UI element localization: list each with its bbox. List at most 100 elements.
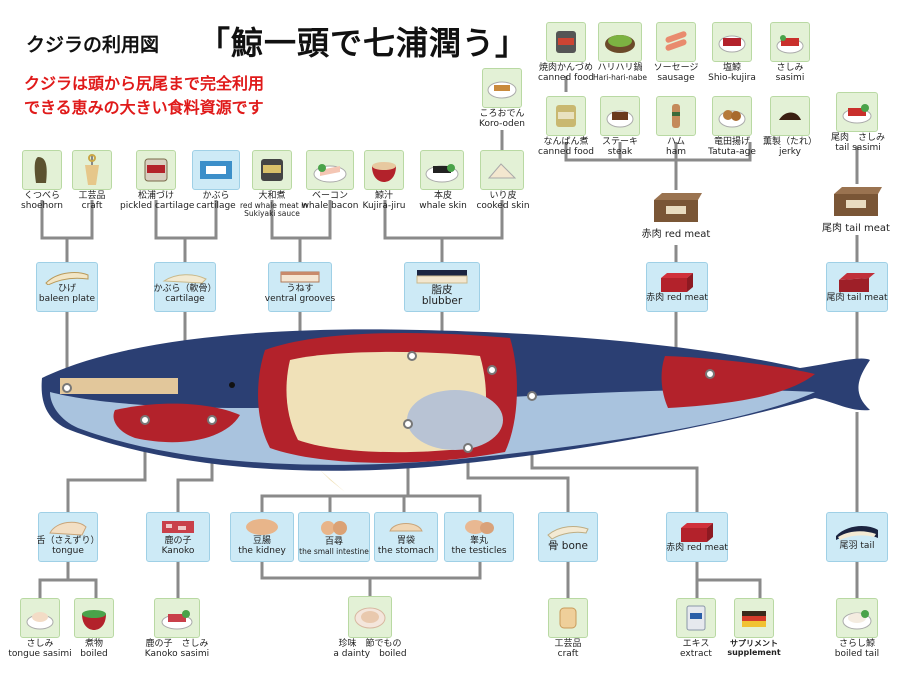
- koro-oden-icon-box: [482, 68, 522, 108]
- red-meat-part-lower: 赤肉 red meat: [666, 512, 728, 562]
- extract-icon-box: [676, 598, 716, 638]
- bone-craft-icon: [559, 607, 577, 629]
- blubber-icon: [416, 269, 468, 284]
- stomach-icon: [389, 523, 423, 532]
- stomach-en: the stomach: [377, 546, 435, 556]
- tail-meat-part: 尾肉 tail meat: [826, 262, 888, 312]
- bone-craft-icon-box: [548, 598, 588, 638]
- whale-eye: [229, 382, 235, 388]
- craft-icon-box: [72, 150, 112, 190]
- meat-product-3-icon-box: [656, 22, 696, 62]
- kanoko-icon: [162, 521, 194, 534]
- steak-icon: [606, 110, 634, 128]
- soup-bowl-icon: [372, 162, 396, 182]
- boiled-tail-icon-box: [836, 598, 878, 638]
- package-icon: [200, 161, 232, 179]
- tail-meat-crate-label: 尾肉 tail meat: [822, 223, 890, 234]
- kujira-jiru-icon-box: [364, 150, 404, 190]
- kidney-icon: [246, 519, 278, 536]
- meat-product-10-label: 薫製（たれ）jerky: [762, 137, 817, 157]
- ham-icon: [672, 104, 680, 128]
- kanoko-jp: 鹿の子: [164, 536, 192, 547]
- baleen-plate-jp: ひげ: [57, 284, 76, 295]
- can-icon: [556, 105, 576, 127]
- extract-bottle-icon: [686, 605, 706, 631]
- supplement-icon-box: [734, 598, 774, 638]
- meat-product-8-icon-box: [656, 96, 696, 136]
- blubber-jp: 脂皮: [431, 283, 453, 296]
- tail-flukes-label: 尾羽 tail: [839, 541, 875, 552]
- crate-icon: [834, 187, 882, 216]
- tail-flukes-part: 尾羽 tail: [826, 512, 888, 562]
- red-meat-block-icon: [661, 273, 693, 293]
- connector-dots: [62, 351, 715, 453]
- ventral-grooves-jp: うねす: [286, 284, 314, 295]
- tail-meat-crate: [830, 184, 882, 220]
- small-intestine-jp: 百尋: [324, 537, 343, 548]
- boiled-icon-box: [74, 598, 114, 638]
- can-icon: [556, 31, 576, 53]
- red-meat-part: 赤肉 red meat: [646, 262, 708, 312]
- ventral-grooves-icon: [280, 271, 320, 283]
- bone-label: 骨 bone: [547, 540, 589, 553]
- meat-product-7-icon-box: [600, 96, 640, 136]
- testicles-icon: [465, 520, 494, 535]
- baleen-plate-shape: [60, 378, 178, 394]
- slogan: 「鯨一頭で七浦潤う」: [198, 24, 529, 62]
- cartilage-icon: [162, 274, 207, 284]
- cartilage-product-icon-box: [192, 150, 240, 190]
- meat-product-10-icon-box: [770, 96, 810, 136]
- dainty-plate-icon: [354, 607, 386, 629]
- meat-product-6-icon-box: [546, 96, 586, 136]
- testicles-jp: 睾丸: [469, 536, 488, 547]
- shoehorn-icon-box: [22, 150, 62, 190]
- stomach-jp: 胃袋: [396, 536, 415, 547]
- baleen-plate-en: baleen plate: [38, 294, 96, 304]
- bowl-icon: [82, 610, 106, 630]
- red-meat-block-icon: [681, 523, 713, 543]
- stomach-shape: [407, 390, 503, 450]
- tongue-shape: [113, 403, 240, 443]
- whale-body: [41, 329, 870, 492]
- tail-sashimi-icon-box: [836, 92, 878, 132]
- tail-meat-block-icon: [839, 273, 875, 293]
- cartilage-en: cartilage: [165, 294, 205, 304]
- kidney-jp: 豆腸: [252, 536, 271, 547]
- testicles-en: the testicles: [451, 546, 507, 556]
- salted-whale-icon: [718, 35, 746, 53]
- cooked-skin-icon-box: [480, 150, 524, 190]
- tongue-part: 舌（さえずり）tongue: [36, 512, 100, 562]
- tail-meat-shape: [661, 356, 815, 408]
- crate-icon: [654, 193, 702, 222]
- kidney-en: the kidney: [238, 546, 286, 556]
- tongue-jp: 舌（さえずり）: [36, 536, 100, 547]
- subtitle-line-2: できる恵みの大きい食料資源です: [24, 98, 264, 117]
- tail-fluke-icon: [836, 526, 878, 541]
- sashimi-icon: [776, 35, 804, 54]
- whale-skin-icon-box: [420, 150, 464, 190]
